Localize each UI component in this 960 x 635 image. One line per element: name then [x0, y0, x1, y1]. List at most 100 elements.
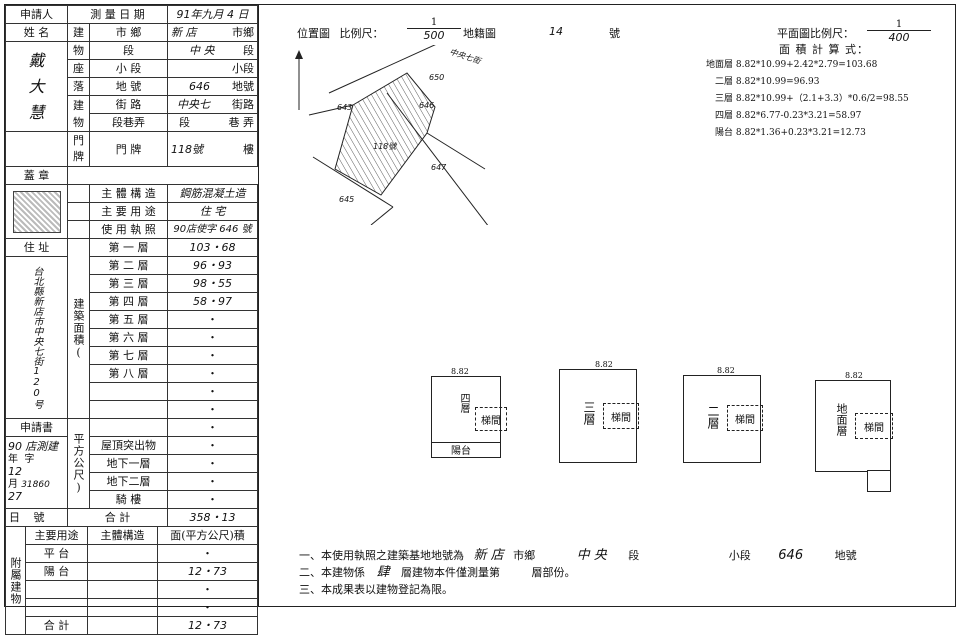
location-map-title: 位置圖	[297, 27, 330, 40]
building-survey-table: 申請人 測 量 日 期 91年九月 4 日 姓 名 建 市 鄉 新 店市鄉 戴 …	[5, 5, 258, 239]
plan-4f-balcony-label: 陽台	[451, 446, 471, 457]
parcel-label-650: 650	[429, 73, 445, 82]
floors-total-value: 358・13	[167, 508, 258, 527]
row-label-lot: 地 號	[89, 77, 168, 96]
annex-header-structure: 主體構造	[87, 526, 158, 545]
plan-3f-label: 三層	[582, 401, 596, 425]
row-value-city: 新 店市鄉	[167, 23, 258, 42]
floor-value-3: 98・55	[167, 274, 258, 293]
plan-scale-fraction: 1 400	[867, 19, 931, 44]
annex-use-3	[25, 580, 88, 599]
floor-value-11: ・	[167, 418, 258, 437]
floor-value-b2: ・	[167, 472, 258, 491]
row-label-street: 街 路	[89, 95, 168, 114]
main-use-label: 主 要 用 途	[89, 202, 168, 221]
survey-date-value: 91年九月 4 日	[167, 5, 258, 24]
location-map-drawing	[295, 45, 489, 225]
floor-value-1: 103・68	[167, 238, 258, 257]
annex-use-2: 陽 台	[25, 562, 88, 581]
plan-2f-stair: 梯間	[727, 405, 763, 431]
parcel-118	[334, 72, 436, 196]
annex-value-2: 12・73	[157, 562, 258, 581]
plan-ground-outline	[815, 380, 891, 472]
plan-ground-label: 地面層	[835, 403, 848, 436]
parcel-label-647: 647	[431, 163, 447, 172]
plan-4f-stair: 梯間	[475, 407, 507, 431]
row-label-subsection: 小 段	[89, 59, 168, 78]
note-2: 二、本建物係 肆 層建物本件僅測量第 層部份。	[299, 565, 576, 580]
row-label-lane: 段巷弄	[89, 113, 168, 132]
annex-header-area: 面(平方公尺)積	[157, 526, 258, 545]
main-structure-label: 主 體 構 造	[89, 184, 168, 203]
floor-label-3: 第 三 層	[89, 274, 168, 293]
floors-total-label: 合 計	[67, 508, 168, 527]
main-structure-value: 鋼筋混凝土造	[167, 184, 258, 203]
plan-4f-label: 四層	[458, 393, 469, 413]
floors-side-label-a: 建築面積(	[67, 238, 90, 419]
annex-side-label: 附屬建物	[5, 526, 26, 635]
application-details: 90 店測建 年 字 12 月 31860 27	[5, 436, 68, 509]
annex-value-4: ・	[157, 598, 258, 617]
floor-value-8: ・	[167, 364, 258, 383]
floor-value-7: ・	[167, 346, 258, 365]
door-header: 門牌	[67, 131, 90, 167]
name-char-1: 大	[28, 76, 45, 96]
address-value: 台北縣新店市中央七街120号	[5, 256, 68, 419]
floor-value-9: ・	[167, 382, 258, 401]
applicant-name: 戴 大 慧	[5, 41, 68, 132]
left-form: 申請人 測 量 日 期 91年九月 4 日 姓 名 建 市 鄉 新 店市鄉 戴 …	[4, 4, 259, 635]
survey-document: 申請人 測 量 日 期 91年九月 4 日 姓 名 建 市 鄉 新 店市鄉 戴 …	[4, 4, 956, 635]
plan-3f-stair: 梯間	[603, 403, 639, 429]
annex-use-1: 平 台	[25, 544, 88, 563]
door-label: 門 牌	[89, 131, 168, 167]
license-value: 90店使字 646 號	[167, 220, 258, 239]
row-value-lane: 段巷 弄	[167, 113, 258, 132]
annex-total-value: 12・73	[157, 616, 258, 635]
formula-3f: 三層 8.82*10.99+（2.1+3.3）*0.6/2=98.55	[714, 94, 909, 104]
row-value-street: 中央七街路	[167, 95, 258, 114]
floor-label-4: 第 四 層	[89, 292, 168, 311]
notes: 一、本使用執照之建築基地地號為 新 店 市鄉 中 央 段 小段 646 地號 二…	[299, 547, 857, 598]
floor-value-arcade: ・	[167, 490, 258, 509]
floor-value-4: 58・97	[167, 292, 258, 311]
cadastral-label: 地籍圖	[463, 27, 496, 40]
parcel-label-118: 118號	[373, 142, 397, 151]
plan-2f-label: 二層	[706, 405, 720, 429]
floor-label-7: 第 七 層	[89, 346, 168, 365]
plan-scale-label: 平面圖比例尺：	[777, 27, 854, 40]
location-header-1: 物	[67, 41, 90, 60]
name-char-0: 戴	[28, 50, 45, 70]
formula-ground: 地面層 8.82*10.99+2.42*2.79=103.68	[705, 60, 878, 70]
cadastral-number: 14	[549, 25, 563, 38]
floor-value-6: ・	[167, 328, 258, 347]
seal-label: 蓋 章	[5, 166, 68, 185]
row-label-section: 段	[89, 41, 168, 60]
application-day-number: 日 號	[5, 508, 68, 527]
plan-ground-ext	[867, 470, 891, 492]
location-map-header: 位置圖 比例尺：	[297, 25, 384, 41]
floor-value-b1: ・	[167, 454, 258, 473]
floor-label-b1: 地下一層	[89, 454, 168, 473]
applicant-label-b: 姓 名	[5, 23, 68, 42]
cadastral-unit: 號	[609, 27, 620, 40]
address-label: 住 址	[5, 238, 68, 257]
plan-3f-outline	[559, 369, 637, 463]
north-arrow	[295, 50, 303, 110]
plan-4f-outline	[431, 376, 501, 444]
floor-label-11	[89, 418, 168, 437]
formula-balcony: 陽台 8.82*1.36+0.23*3.21=12.73	[714, 128, 866, 138]
location-header-2: 座	[67, 59, 90, 78]
floors-side-label-b: 平方公尺)	[67, 418, 90, 509]
applicant-label-a: 申請人	[5, 5, 68, 24]
row-value-section: 中 央段	[167, 41, 258, 60]
calc-title: 面 積 計 算 式：	[779, 43, 869, 56]
floor-value-2: 96・93	[167, 256, 258, 275]
door-value: 118號樓	[167, 131, 258, 167]
floor-value-10: ・	[167, 400, 258, 419]
note-3: 三、本成果表以建物登記為限。	[299, 583, 453, 596]
floor-label-10	[89, 400, 168, 419]
name-char-2: 慧	[28, 102, 45, 122]
floor-label-5: 第 五 層	[89, 310, 168, 329]
license-label: 使 用 執 照	[89, 220, 168, 239]
main-use-value: 住 宅	[167, 202, 258, 221]
